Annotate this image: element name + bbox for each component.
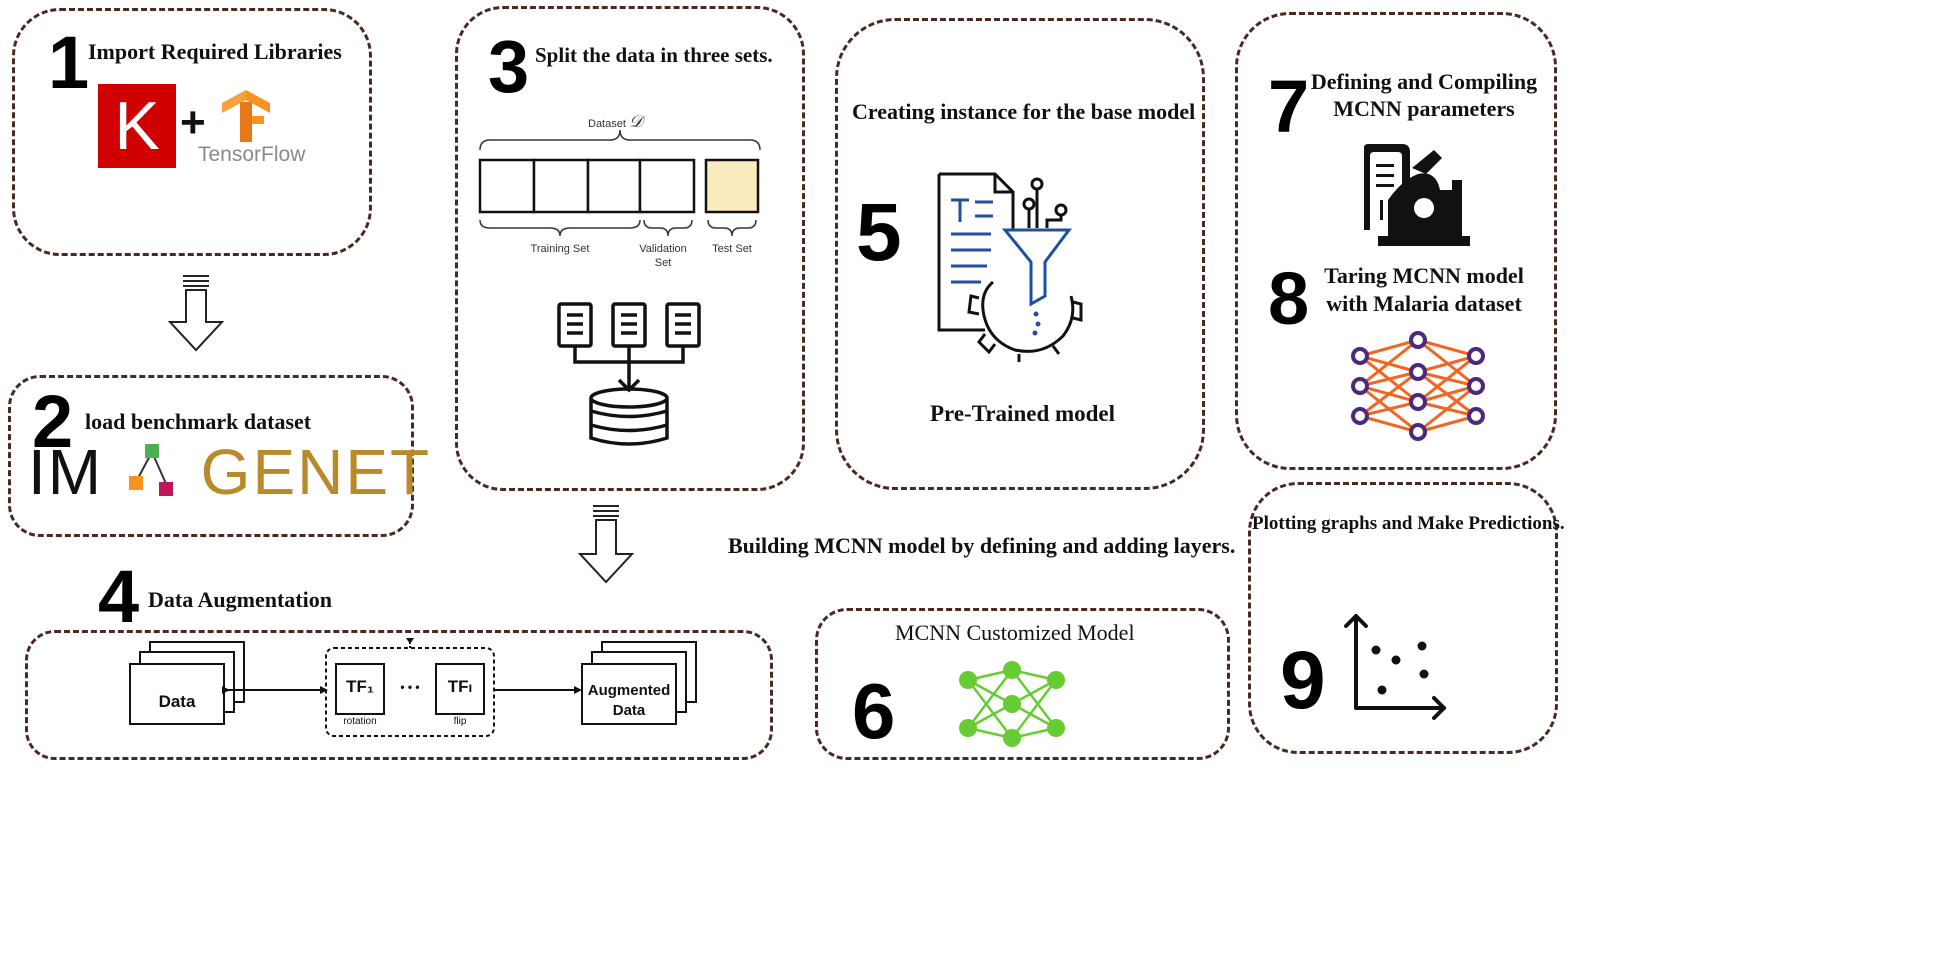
- imagenet-logo: IM GENET: [28, 440, 431, 504]
- step-6-number: 6: [852, 667, 896, 755]
- down-arrow-icon: [167, 275, 225, 352]
- step-5-number: 5: [856, 187, 902, 278]
- dataset-label: Dataset 𝒟: [588, 112, 643, 132]
- step-6-title: MCNN Customized Model: [895, 620, 1135, 645]
- step-4-number: 4: [98, 555, 140, 638]
- step-7-8-panel: [1235, 12, 1557, 470]
- step-2-title: load benchmark dataset: [85, 409, 312, 434]
- step-1-title: Import Required Libraries: [88, 39, 342, 64]
- imagenet-tree-icon: [128, 444, 173, 496]
- plus-sign: +: [180, 98, 206, 147]
- step-3-number: 3: [488, 25, 530, 108]
- step-7-title-line1: Defining and Compiling: [1310, 69, 1538, 94]
- step-7-title-line2: MCNN parameters: [1333, 96, 1515, 121]
- step-8-title-line1: Taring MCNN model: [1324, 263, 1524, 288]
- step-5-title: Creating instance for the base model: [852, 99, 1196, 124]
- step-7-number: 7: [1268, 65, 1310, 148]
- dataset-split-diagram: [478, 129, 761, 237]
- imagenet-left: IM: [28, 436, 104, 508]
- keras-letter: K: [114, 88, 160, 164]
- step-1-number: 1: [48, 21, 90, 104]
- data-label: Data: [158, 692, 196, 711]
- ellipsis-dots: • • •: [400, 680, 420, 694]
- step-1-panel: [12, 8, 372, 256]
- dataset-label-text: Dataset: [588, 118, 626, 130]
- training-set-label: Training Set: [530, 243, 590, 255]
- augmented-label-1: Augmented: [587, 682, 671, 699]
- building-model-text: Building MCNN model by defining and addi…: [728, 533, 1236, 558]
- step-4-title: Data Augmentation: [148, 587, 332, 612]
- neural-network-icon: [959, 661, 1065, 747]
- step-3-title: Split the data in three sets.: [535, 43, 773, 67]
- step-9-panel: [1248, 482, 1558, 754]
- step-9-number: 9: [1280, 635, 1326, 726]
- flip-label: flip: [453, 716, 467, 727]
- step-5-panel: [835, 18, 1205, 490]
- scatter-plot-icon: [1344, 614, 1446, 720]
- tensorflow-label: TensorFlow: [198, 143, 306, 166]
- tfl-label: TFₗ: [447, 677, 473, 696]
- database-icon: [557, 302, 701, 446]
- step-5-caption: Pre-Trained model: [930, 401, 1116, 426]
- augmented-label-2: Data: [612, 702, 646, 719]
- dataset-symbol: 𝒟: [628, 112, 643, 132]
- step-2-number: 2: [32, 380, 74, 463]
- training-network-icon: [1351, 331, 1485, 441]
- test-set-label: Test Set: [712, 243, 752, 255]
- augmentation-diagram: [129, 638, 697, 737]
- step-6-panel: [815, 608, 1230, 760]
- keras-logo-icon: [98, 84, 176, 168]
- tf1-label: TF₁: [346, 677, 374, 696]
- step-8-number: 8: [1268, 257, 1310, 340]
- rotation-label: rotation: [343, 716, 377, 727]
- step-4-panel: [25, 630, 773, 760]
- down-arrow-icon: [577, 505, 635, 584]
- pretrained-model-icon: [937, 172, 1083, 362]
- tensorflow-logo-icon: [222, 90, 270, 142]
- validation-set-label: Validation Set: [639, 243, 687, 270]
- step-2-panel: [8, 375, 414, 537]
- imagenet-right: GENET: [200, 436, 432, 508]
- step-8-title-line2: with Malaria dataset: [1326, 291, 1522, 316]
- step-9-title: Plotting graphs and Make Predictions.: [1252, 513, 1565, 534]
- step-3-panel: [455, 6, 805, 491]
- machine-settings-icon: [1364, 144, 1470, 246]
